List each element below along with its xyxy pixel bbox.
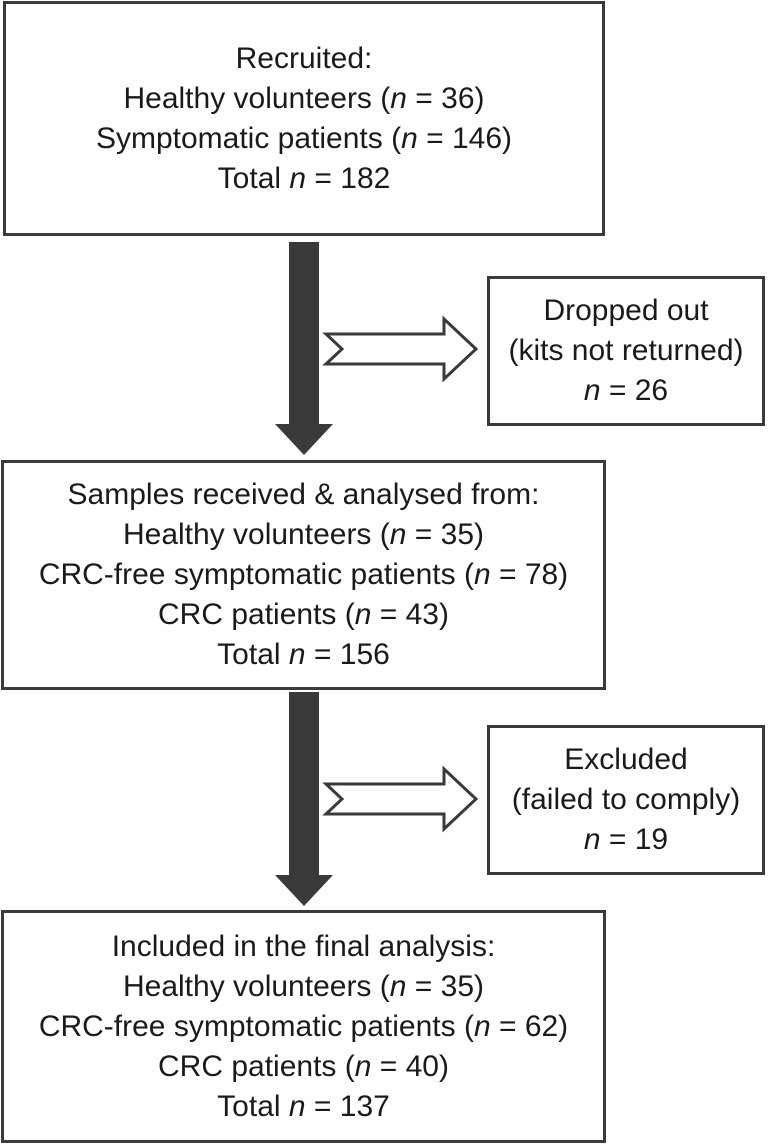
samples-received-box: Samples received & analysed from: Healthy… [1,460,606,690]
side-arrow-2 [322,765,479,833]
line-text: Included in the final analysis: [111,929,496,963]
line-text: Excluded [564,743,688,776]
line-value: = 19 [600,823,669,856]
samples-line-4: CRC patients (n = 43) [158,595,449,635]
line-text: Recruited: [235,41,373,75]
line-value: = 43) [371,598,449,631]
recruited-line-3: Symptomatic patients (n = 146) [96,119,512,159]
down-arrow-1 [275,242,333,455]
samples-line-3: CRC-free symptomatic patients (n = 78) [39,555,568,595]
line-text: CRC patients ( [158,1049,355,1083]
line-value: = 182 [306,161,391,195]
line-value: = 26 [600,374,669,407]
line-text: Symptomatic patients ( [95,121,402,155]
n-symbol: n [473,558,491,591]
line-text: Total [217,638,289,671]
side-arrow-1 [322,315,479,383]
line-value: = 62) [490,1009,569,1043]
line-value: = 78) [490,558,569,591]
line-value: = 146) [417,121,513,155]
n-symbol: n [288,638,306,671]
n-symbol: n [583,823,601,856]
line-text: (failed to comply) [511,783,741,816]
samples-line-2: Healthy volunteers (n = 35) [123,515,484,555]
line-text: Healthy volunteers ( [123,81,391,115]
line-text: Total [217,1089,289,1123]
samples-line-5: Total n = 156 [217,635,390,675]
line-value: = 40) [371,1049,449,1083]
n-symbol: n [583,374,601,407]
line-text: Total [217,161,290,195]
line-text: (kits not returned) [508,334,744,367]
line-text: Dropped out [543,294,709,327]
dropped-line-3: n = 26 [584,371,668,411]
down-arrow-2 [275,692,333,906]
final-line-2: Healthy volunteers (n = 35) [123,967,484,1007]
line-text: Samples received & analysed from: [67,478,540,511]
excluded-line-1: Excluded [564,740,687,780]
n-symbol: n [389,969,407,1003]
final-line-5: Total n = 137 [217,1087,390,1127]
recruited-box: Recruited:Healthy volunteers (n = 36)Sym… [3,1,605,236]
line-text: CRC patients ( [158,598,355,631]
line-value: = 36) [406,81,485,115]
n-symbol: n [354,1049,372,1083]
excluded-box: Excluded (failed to comply) n = 19 [487,725,765,875]
n-symbol: n [288,1089,306,1123]
dropped-out-box: Dropped out (kits not returned) n = 26 [487,276,765,426]
recruited-line-1: Recruited: [236,39,373,79]
line-text: Healthy volunteers ( [122,969,390,1003]
final-analysis-box: Included in the final analysis: Healthy v… [1,910,606,1143]
samples-line-1: Samples received & analysed from: [68,475,540,515]
line-text: CRC-free symptomatic patients ( [38,558,474,591]
line-text: CRC-free symptomatic patients ( [38,1009,474,1043]
recruited-line-2: Healthy volunteers (n = 36) [123,79,484,119]
excluded-line-3: n = 19 [584,820,668,860]
excluded-line-2: (failed to comply) [512,780,740,820]
n-symbol: n [389,518,407,551]
line-value: = 137 [305,1089,390,1123]
recruited-line-4: Total n = 182 [218,159,391,199]
dropped-line-1: Dropped out [543,291,708,331]
line-value: = 35) [406,518,485,551]
line-value: = 156 [305,638,390,671]
n-symbol: n [473,1009,491,1043]
final-line-4: CRC patients (n = 40) [158,1047,449,1087]
line-value: = 35) [406,969,485,1003]
n-symbol: n [390,81,407,115]
n-symbol: n [289,161,307,195]
final-line-3: CRC-free symptomatic patients (n = 62) [39,1007,568,1047]
final-line-1: Included in the final analysis: [112,927,496,967]
n-symbol: n [401,121,418,155]
n-symbol: n [354,598,372,631]
dropped-line-2: (kits not returned) [508,331,743,371]
line-text: Healthy volunteers ( [122,518,390,551]
